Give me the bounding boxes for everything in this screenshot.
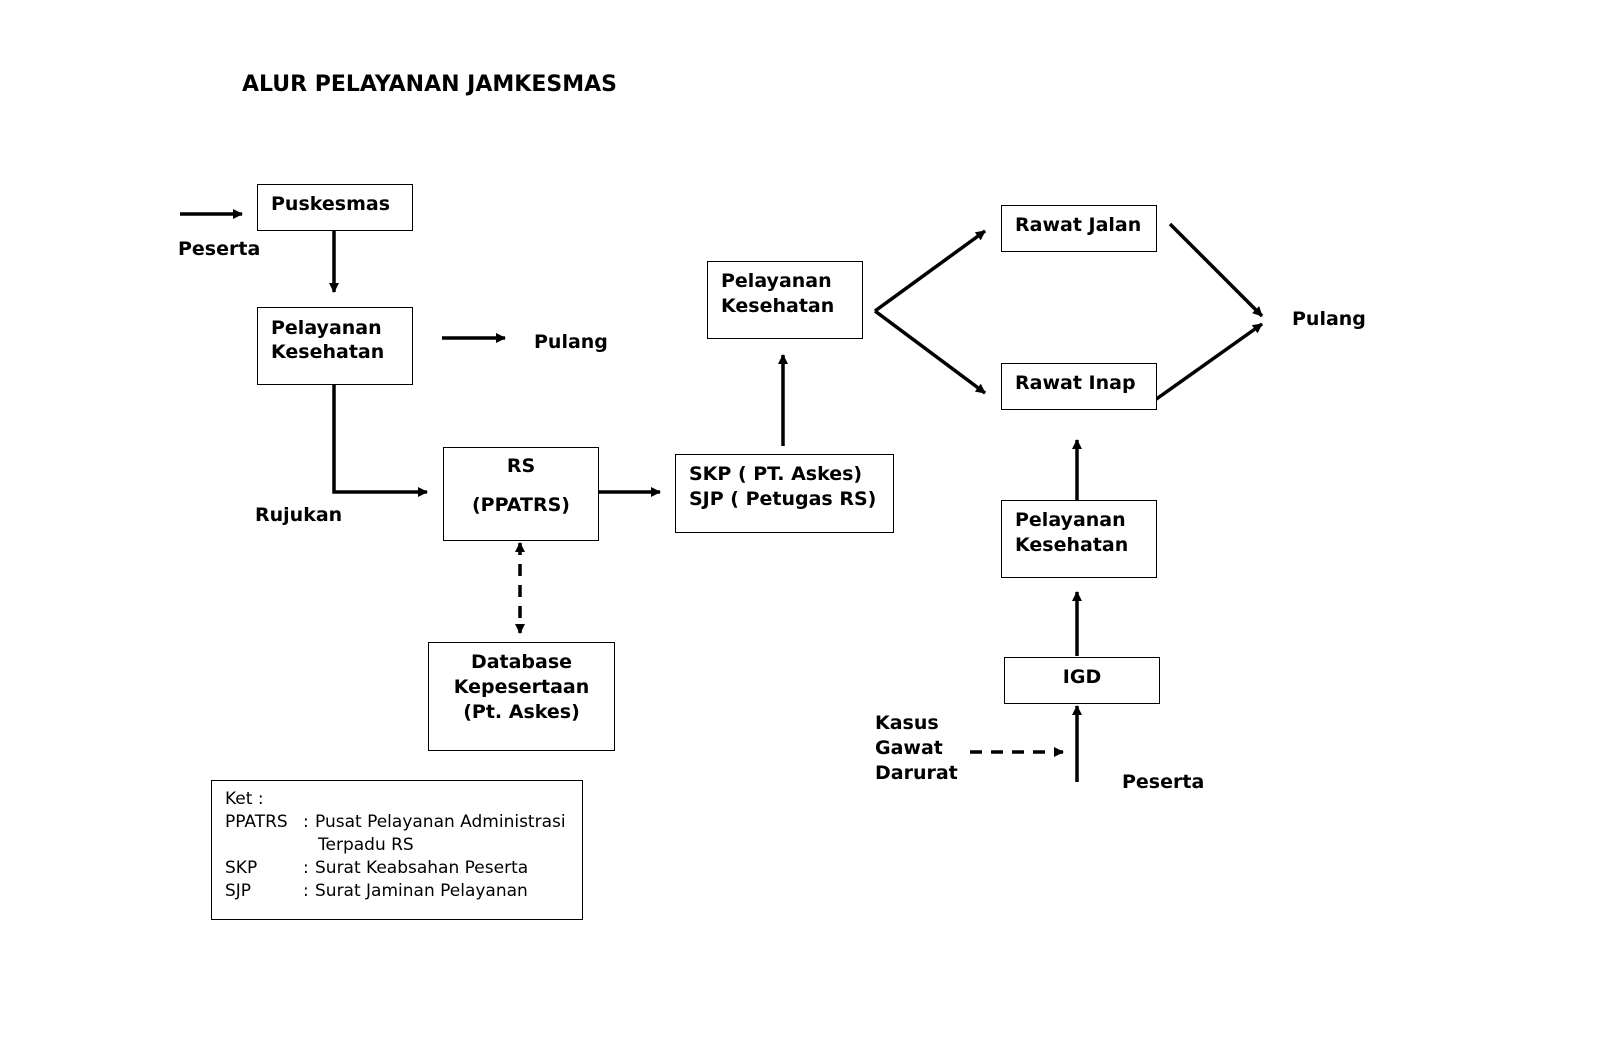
- igd-box: [1004, 657, 1160, 704]
- peserta-label-bottom: Peserta: [1122, 771, 1205, 793]
- database-label-c: (Pt. Askes): [463, 701, 580, 723]
- pelayanan-kesehatan-box-2: [707, 261, 863, 339]
- legend-desc-skp: Surat Keabsahan Peserta: [315, 858, 529, 878]
- ppatrs-label: (PPATRS): [472, 494, 570, 516]
- pelayanan-kesehatan-label-1a: Pelayanan: [271, 317, 382, 339]
- pelayanan-kesehatan-box-3: [1001, 500, 1157, 578]
- rawat-inap-box: [1001, 363, 1157, 410]
- arrow-to-rawat-inap: [873, 309, 987, 395]
- legend-sep-skp: :: [303, 858, 309, 878]
- pelayanan-kesehatan-label-1b: Kesehatan: [271, 341, 385, 363]
- legend-box: Ket : PPATRS : Pusat Pelayanan Administr…: [211, 780, 583, 920]
- database-label-a: Database: [470, 651, 573, 673]
- pulang-label-right: Pulang: [1292, 308, 1366, 330]
- legend-abbr-ppatrs: PPATRS: [225, 812, 288, 832]
- legend-sep-sjp: :: [303, 881, 309, 901]
- rawat-jalan-label: Rawat Jalan: [1015, 214, 1142, 236]
- rawat-jalan-box: [1001, 205, 1157, 252]
- legend-header: Ket :: [225, 789, 264, 809]
- rs-label: RS: [506, 455, 536, 477]
- legend-abbr-sjp: SJP: [225, 881, 252, 901]
- puskesmas-box: [257, 184, 413, 231]
- puskesmas-label: Puskesmas: [271, 193, 391, 215]
- kasus-label: Kasus: [875, 712, 939, 734]
- gawat-label: Gawat: [875, 737, 943, 759]
- diagram-title: ALUR PELAYANAN JAMKESMAS: [242, 72, 617, 97]
- pelayanan-kesehatan-label-3a: Pelayanan: [1015, 509, 1126, 531]
- peserta-label-left: Peserta: [178, 238, 261, 260]
- arrow-rawat-jalan-to-pulang: [1168, 222, 1264, 318]
- arrow-rujukan-to-rs: [332, 384, 428, 497]
- arrow-to-rawat-jalan: [873, 229, 987, 313]
- pelayanan-kesehatan-label-3b: Kesehatan: [1015, 534, 1129, 556]
- darurat-label: Darurat: [875, 762, 958, 784]
- arrow-rawat-inap-to-pulang: [1153, 322, 1264, 402]
- rs-box: [443, 447, 599, 541]
- pelayanan-kesehatan-label-2b: Kesehatan: [721, 295, 835, 317]
- legend-desc-sjp: Surat Jaminan Pelayanan: [315, 881, 528, 901]
- sjp-label: SJP ( Petugas RS): [689, 488, 877, 510]
- pelayanan-kesehatan-label-2a: Pelayanan: [721, 270, 832, 292]
- database-box: [428, 642, 615, 751]
- legend-desc-ppatrs: Pusat Pelayanan Administrasi: [315, 812, 566, 832]
- legend-sep-ppatrs: :: [303, 812, 309, 832]
- legend-abbr-skp: SKP: [225, 858, 258, 878]
- rawat-inap-label: Rawat Inap: [1015, 372, 1136, 394]
- pelayanan-kesehatan-box-1: [257, 307, 413, 385]
- pulang-label-left: Pulang: [534, 331, 608, 353]
- skp-sjp-box: [675, 454, 894, 533]
- igd-label: IGD: [1062, 666, 1102, 688]
- database-label-b: Kepesertaan: [453, 676, 590, 698]
- skp-label: SKP ( PT. Askes): [689, 463, 863, 485]
- legend-desc-ppatrs-cont: Terpadu RS: [318, 835, 414, 855]
- rujukan-label: Rujukan: [255, 504, 343, 526]
